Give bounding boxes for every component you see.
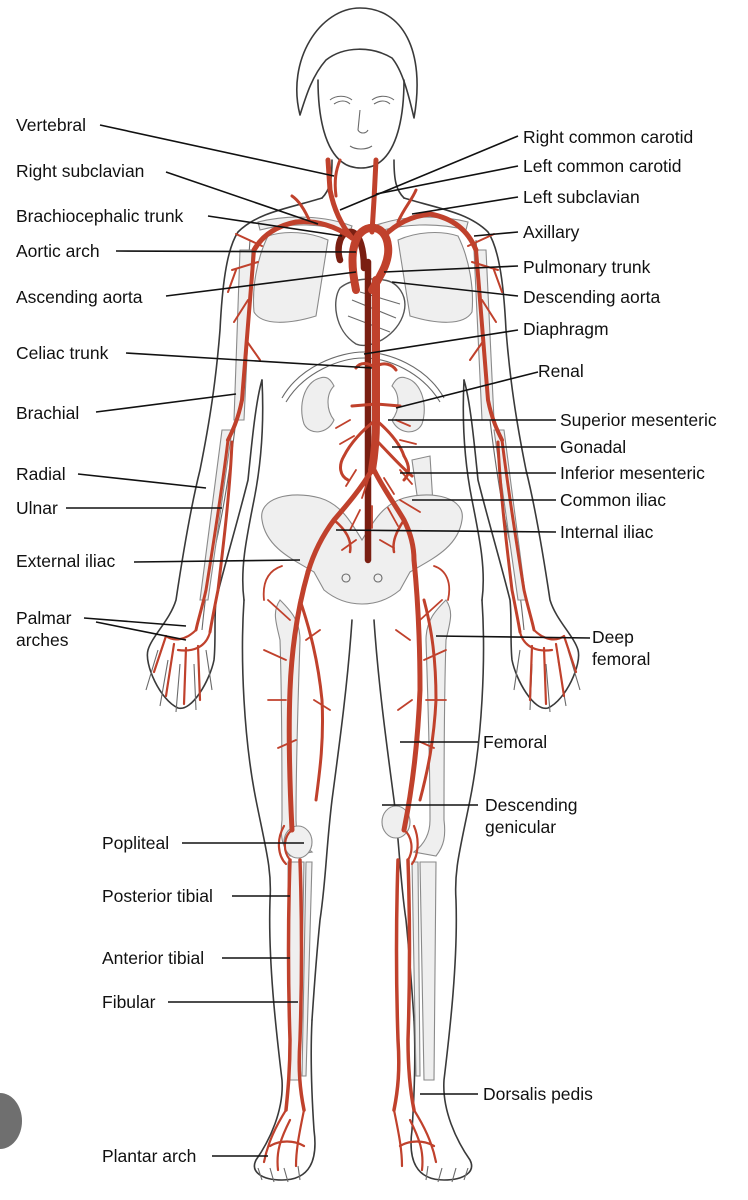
label-posterior-tibial: Posterior tibial — [102, 886, 213, 906]
scroll-handle[interactable] — [0, 1093, 22, 1149]
label-aortic-arch: Aortic arch — [16, 241, 100, 261]
label-pulmonary-trunk: Pulmonary trunk — [523, 257, 651, 277]
label-fibular: Fibular — [102, 992, 156, 1012]
label-axillary: Axillary — [523, 222, 580, 242]
label-brachiocephalic-trunk: Brachiocephalic trunk — [16, 206, 184, 226]
label-internal-iliac: Internal iliac — [560, 522, 654, 542]
label-vertebral: Vertebral — [16, 115, 87, 135]
label-ulnar: Ulnar — [16, 498, 58, 518]
label-celiac-trunk: Celiac trunk — [16, 343, 109, 363]
label-superior-mesenteric: Superior mesenteric — [560, 410, 717, 430]
skeleton-organs — [199, 216, 527, 1081]
label-inferior-mesenteric: Inferior mesenteric — [560, 463, 705, 483]
arteries — [152, 157, 578, 1172]
label-deep-femoral: Deep femoral — [592, 627, 651, 669]
label-radial: Radial — [16, 464, 66, 484]
label-left-subclavian: Left subclavian — [523, 187, 640, 207]
label-renal: Renal — [538, 361, 584, 381]
label-dorsalis-pedis: Dorsalis pedis — [483, 1084, 593, 1104]
label-descending-aorta: Descending aorta — [523, 287, 661, 307]
leader-lines — [66, 124, 591, 1157]
label-brachial: Brachial — [16, 403, 80, 423]
label-common-iliac: Common iliac — [560, 490, 666, 510]
label-femoral: Femoral — [483, 732, 548, 752]
label-diaphragm: Diaphragm — [523, 319, 609, 339]
label-plantar-arch: Plantar arch — [102, 1146, 197, 1166]
label-ascending-aorta: Ascending aorta — [16, 287, 143, 307]
label-popliteal: Popliteal — [102, 833, 170, 853]
label-palmar-arches: Palmar arches — [16, 608, 72, 650]
label-gonadal: Gonadal — [560, 437, 627, 457]
label-right-subclavian: Right subclavian — [16, 161, 145, 181]
label-descending-genicular: Descending genicular — [485, 795, 578, 837]
label-external-iliac: External iliac — [16, 551, 116, 571]
label-anterior-tibial: Anterior tibial — [102, 948, 205, 968]
label-left-common-carotid: Left common carotid — [523, 156, 682, 176]
label-right-common-carotid: Right common carotid — [523, 127, 694, 147]
